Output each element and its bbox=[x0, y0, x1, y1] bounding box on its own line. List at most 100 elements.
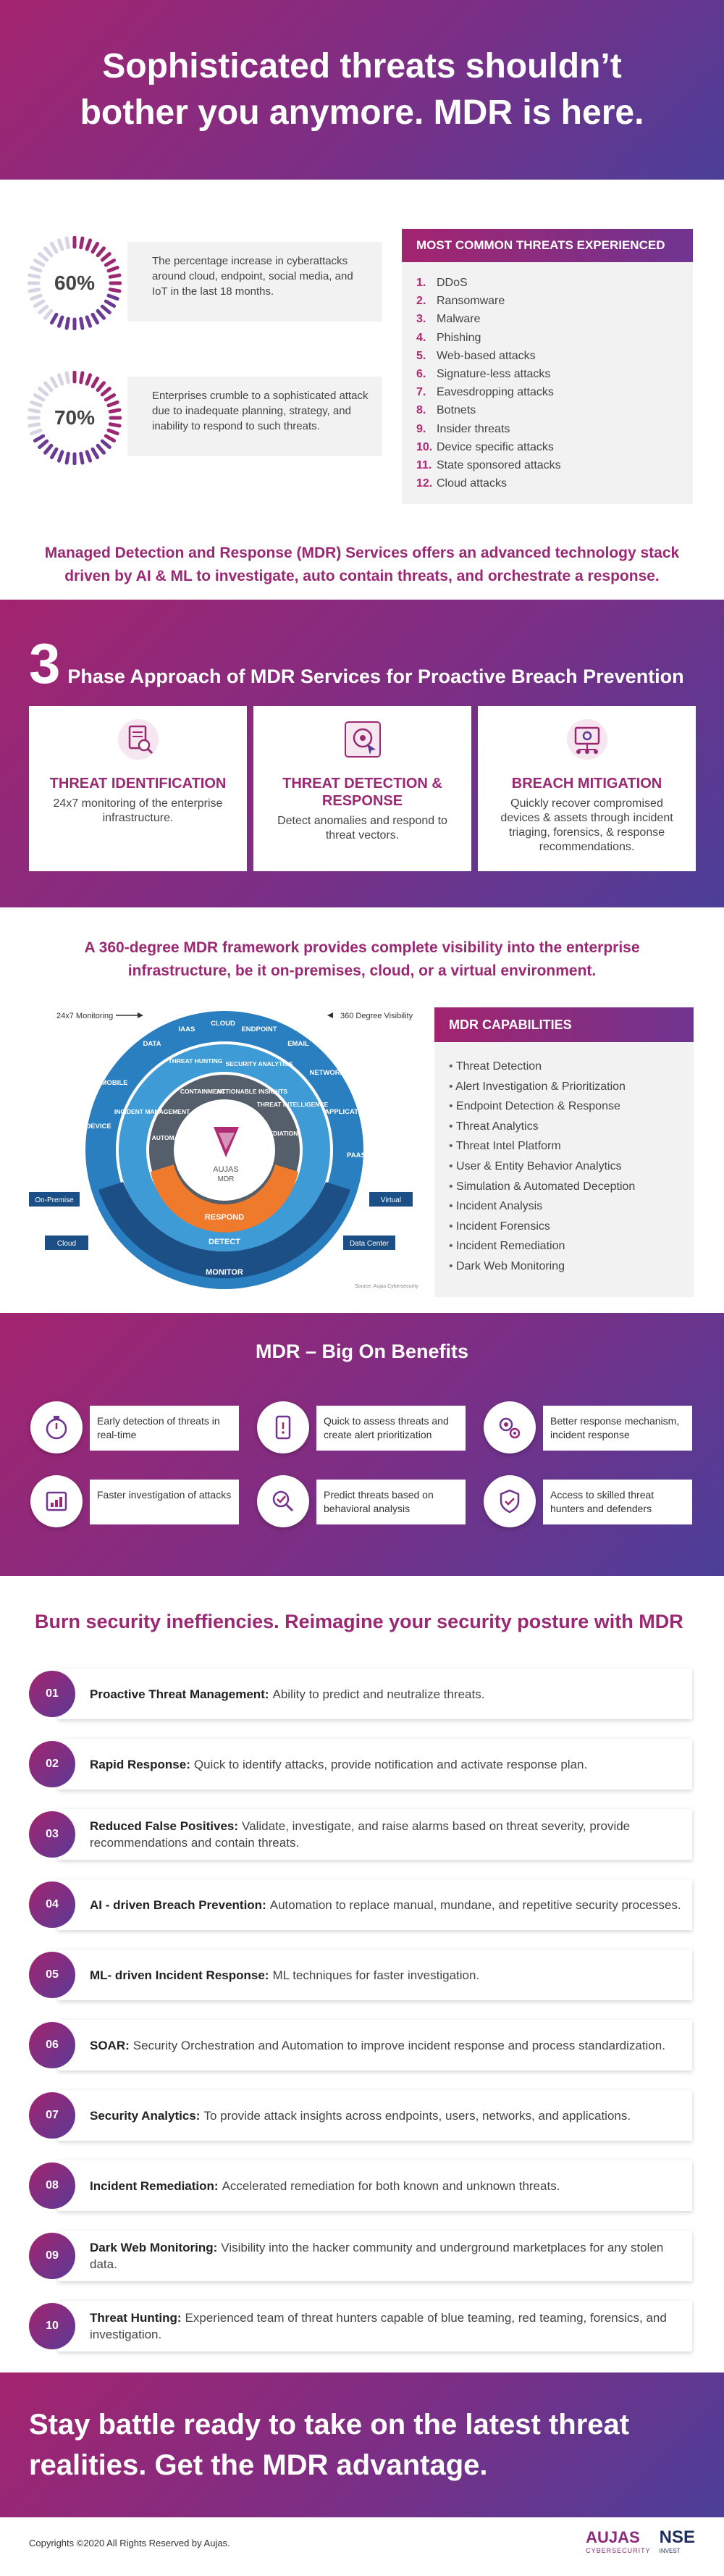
ring-label-detect: DETECT bbox=[209, 1238, 240, 1246]
wheel-label-monitoring: 24x7 Monitoring bbox=[56, 1012, 113, 1020]
phase-card-text: 24x7 monitoring of the enterprise infras… bbox=[53, 797, 223, 824]
posture-item-number: 09 bbox=[29, 2233, 75, 2279]
phase-card-mitigation: BREACH MITIGATION Quickly recover compro… bbox=[478, 706, 696, 871]
document-search-icon bbox=[117, 719, 159, 760]
posture-item-title: Threat Hunting: bbox=[90, 2311, 182, 2325]
ring-segment bbox=[50, 241, 59, 254]
ring-segment bbox=[90, 312, 99, 325]
outer-label-paas: PAAS bbox=[347, 1151, 366, 1159]
phase-card-title: BREACH MITIGATION bbox=[511, 776, 662, 792]
benefit-card: Quick to assess threats and create alert… bbox=[257, 1401, 474, 1453]
ring-segment bbox=[96, 246, 106, 258]
capability-item: Threat Detection bbox=[449, 1057, 694, 1077]
ring-segment bbox=[38, 304, 49, 314]
benefit-text: Early detection of threats in real-time bbox=[90, 1406, 239, 1451]
ring-segment bbox=[43, 309, 54, 320]
ring-segment bbox=[56, 238, 64, 251]
ring-label-monitor: MONITOR bbox=[206, 1268, 243, 1277]
posture-item-title: Rapid Response: bbox=[90, 1757, 190, 1771]
stat-value-2: 70% bbox=[54, 406, 96, 429]
svg-text:Virtual: Virtual bbox=[381, 1196, 401, 1204]
ring-segment bbox=[50, 447, 59, 460]
threat-item: 11.State sponsored attacks bbox=[416, 459, 561, 472]
ring-segment bbox=[56, 373, 64, 386]
outer-label-application: APPLICATION bbox=[324, 1108, 371, 1116]
threat-item: 12.Cloud attacks bbox=[416, 477, 507, 490]
outer-label-device: DEVICE bbox=[85, 1123, 111, 1130]
posture-item-number: 10 bbox=[29, 2303, 75, 2349]
phase-card-detection: THREAT DETECTION & RESPONSE Detect anoma… bbox=[253, 706, 471, 871]
posture-item-number: 04 bbox=[29, 1881, 75, 1928]
ring-segment bbox=[38, 439, 49, 449]
ring-segment bbox=[30, 428, 43, 436]
wheel-source: Source: Aujas Cybersecurity bbox=[355, 1284, 418, 1289]
stat-text-2: Enterprises crumble to a sophisticated a… bbox=[127, 377, 382, 456]
posture-item: 06 SOAR:Security Orchestration and Autom… bbox=[29, 2017, 692, 2072]
threats-list: 1.DDoS 2.Ransomware 3.Malware 4.Phishing… bbox=[402, 262, 693, 492]
ring-segment bbox=[28, 422, 41, 428]
outer-label-data: DATA bbox=[143, 1040, 161, 1048]
phase-number: 3 bbox=[29, 632, 61, 695]
threat-item: 5.Web-based attacks bbox=[416, 349, 536, 362]
phase-card-text: Quickly recover compromised devices & as… bbox=[500, 797, 673, 853]
posture-item-number: 02 bbox=[29, 1741, 75, 1787]
ring-segment bbox=[33, 259, 46, 267]
threat-item: 7.Eavesdropping attacks bbox=[416, 386, 554, 399]
ring-segment bbox=[43, 443, 54, 455]
mdr-intro-paragraph: Managed Detection and Response (MDR) Ser… bbox=[44, 545, 680, 584]
ring-segment bbox=[108, 288, 122, 293]
outer-label-mobile: MOBILE bbox=[101, 1079, 128, 1087]
target-cursor-icon bbox=[344, 721, 381, 758]
posture-item: 04 AI - driven Breach Prevention:Automat… bbox=[29, 1876, 692, 1931]
ring-segment bbox=[79, 236, 85, 250]
nse-logo: NSE INVEST bbox=[659, 2527, 695, 2554]
ring-segment bbox=[100, 439, 111, 449]
posture-item-number: 08 bbox=[29, 2162, 75, 2209]
svg-text:On-Premise: On-Premise bbox=[35, 1196, 74, 1204]
ring-segment bbox=[96, 443, 106, 455]
inner-label-insights: ACTIONABLE INSIGHTS bbox=[216, 1088, 288, 1095]
ring-segment bbox=[30, 400, 43, 408]
capabilities-panel: MDR CAPABILITIES Threat Detection Alert … bbox=[434, 1007, 694, 1297]
posture-item-number: 05 bbox=[29, 1952, 75, 1998]
posture-item-title: Reduced False Positives: bbox=[90, 1819, 239, 1833]
outer-label-cloud: CLOUD bbox=[211, 1020, 235, 1028]
capability-item: Incident Forensics bbox=[449, 1217, 694, 1237]
benefit-card: Predict threats based on behavioral anal… bbox=[257, 1475, 474, 1527]
ring-segment bbox=[104, 259, 117, 267]
ring-segment bbox=[33, 299, 46, 308]
phase-card-title: THREAT DETECTION & RESPONSE bbox=[282, 776, 442, 809]
posture-item-text: Validate, investigate, and raise alarms … bbox=[90, 1819, 631, 1850]
posture-item-title: Proactive Threat Management: bbox=[90, 1687, 269, 1701]
inner-label-containment: CONTAINMENT bbox=[180, 1088, 226, 1095]
capability-item: Alert Investigation & Prioritization bbox=[449, 1077, 694, 1097]
ring-segment bbox=[108, 273, 122, 279]
benefit-text: Quick to assess threats and create alert… bbox=[316, 1406, 466, 1451]
ring-segment bbox=[85, 315, 93, 328]
mdr-framework-wheel: 24x7 Monitoring 360 Degree Visibility IA… bbox=[29, 1011, 418, 1289]
threat-item: 9.Insider threats bbox=[416, 422, 510, 435]
ring-segment bbox=[96, 309, 106, 320]
ring-label-respond: RESPOND bbox=[205, 1213, 244, 1222]
phase-card-identification: THREAT IDENTIFICATION 24x7 monitoring of… bbox=[29, 706, 247, 871]
aujas-logo: AUJAS CYBERSECURITY bbox=[586, 2527, 651, 2554]
middle-label-hunting: THREAT HUNTING bbox=[169, 1057, 223, 1065]
threat-item: 2.Ransomware bbox=[416, 295, 505, 308]
ring-segment bbox=[79, 316, 85, 330]
progress-ring-1 bbox=[28, 236, 122, 330]
posture-item: 08 Incident Remediation:Accelerated reme… bbox=[29, 2157, 692, 2212]
ring-segment bbox=[85, 450, 93, 463]
ring-segment bbox=[96, 381, 106, 393]
threat-item: 6.Signature-less attacks bbox=[416, 368, 551, 381]
hero-banner: Sophisticated threats shouldn’t bother y… bbox=[0, 0, 724, 180]
posture-item: 07 Security Analytics:To provide attack … bbox=[29, 2087, 692, 2142]
posture-item-title: SOAR: bbox=[90, 2038, 130, 2052]
tag-on-premise bbox=[29, 1192, 80, 1207]
capabilities-title: MDR CAPABILITIES bbox=[434, 1007, 694, 1042]
network-gear-icon bbox=[566, 719, 607, 760]
wheel-label-visibility: 360 Degree Visibility bbox=[340, 1012, 413, 1020]
magnifier-check-icon bbox=[272, 1490, 294, 1512]
inner-label-remediation: REMEDIATION bbox=[256, 1130, 298, 1137]
posture-item-text: Automation to replace manual, mundane, a… bbox=[269, 1897, 681, 1912]
mobile-alert-icon bbox=[275, 1415, 291, 1440]
